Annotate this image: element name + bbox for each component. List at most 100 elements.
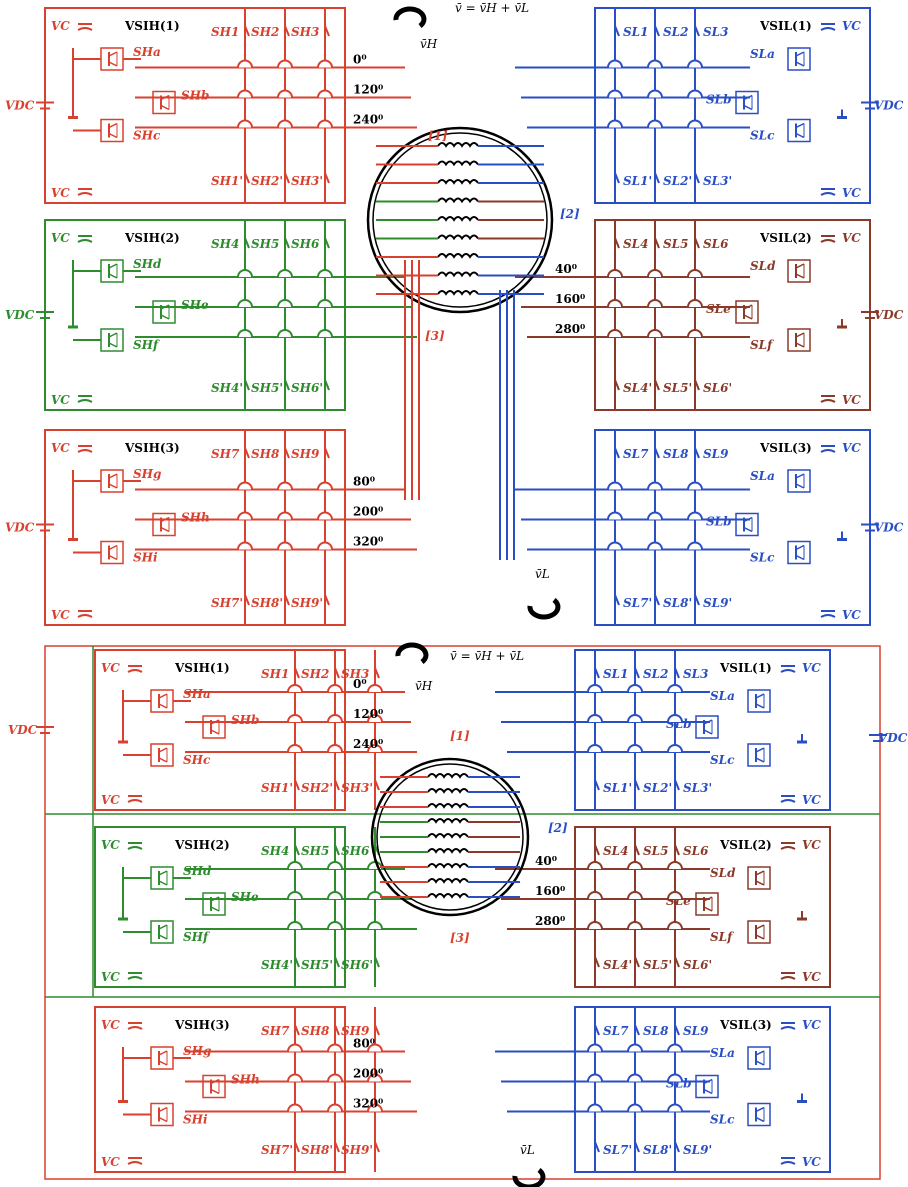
igbt-box [100, 469, 124, 493]
switch-top [594, 667, 600, 679]
vsi-title: VSIL(3) [759, 441, 812, 455]
winding-coil [427, 803, 469, 809]
switch-blade [634, 1141, 640, 1153]
crossover-bump [327, 921, 343, 930]
switch-bottom [674, 1141, 680, 1153]
igbt-box [787, 540, 811, 565]
crossover-bump [317, 541, 333, 550]
capacitor-top [820, 445, 836, 453]
igbt-box [787, 469, 811, 493]
crossover-bump [587, 684, 603, 693]
leg-label: SLb [706, 515, 732, 529]
winding-coil [437, 160, 479, 167]
switch-label-bottom: SL2' [643, 781, 672, 795]
vdc-label: VDC [874, 521, 904, 535]
vc-label: VC [802, 793, 821, 807]
leg-label: SHb [231, 713, 259, 727]
crossover-bump [587, 1103, 603, 1112]
switch-label-bottom: SL9' [703, 596, 732, 610]
vc-label: VC [802, 1155, 821, 1169]
crossover-bump [277, 481, 293, 490]
igbt-a [787, 259, 811, 283]
switch-blade [294, 667, 300, 679]
igbt-collector [108, 263, 118, 269]
crossover-bump [627, 714, 643, 723]
leg-label: SHi [133, 551, 158, 565]
switch-label-bottom: SL6' [683, 958, 712, 972]
vdc-label: VDC [5, 521, 35, 535]
igbt-box [150, 920, 174, 944]
switch-bottom [294, 956, 300, 968]
switch-label-bottom: SL7' [623, 596, 652, 610]
capacitor-top [780, 1022, 796, 1030]
switch-label-top: SH6 [341, 844, 370, 858]
switch-label-top: SH3 [341, 667, 369, 681]
igbt-collector [795, 544, 805, 551]
igbt-emitter [703, 729, 713, 735]
switch-blade [634, 956, 640, 968]
vc-label: VC [842, 231, 861, 245]
winding-coil [427, 833, 469, 839]
cap-plate-curved [780, 669, 796, 673]
switch-bottom [284, 594, 290, 606]
switch-top [654, 237, 660, 249]
igbt-a [150, 866, 174, 890]
leg-label: SLc [750, 551, 775, 565]
phase-angle: 120⁰ [353, 707, 383, 721]
vsi-title: VSIH(2) [174, 838, 230, 852]
crossover-bump [287, 744, 303, 753]
crossover-bump [687, 481, 703, 490]
capacitor-top [820, 235, 836, 243]
capacitor-top [820, 23, 836, 31]
capacitor-bottom [820, 610, 836, 618]
igbt-a [787, 47, 811, 71]
switch-bottom [284, 379, 290, 391]
igbt-a [787, 469, 811, 493]
vh-label: v̄H [415, 679, 433, 693]
crossover-bump [607, 511, 623, 520]
switch-label-top: SL1 [603, 667, 628, 681]
igbt-collector [108, 51, 118, 57]
switch-label-top: SL7 [623, 447, 649, 461]
switch-blade [614, 447, 620, 459]
phase-angle: 320⁰ [353, 535, 383, 549]
switch-bottom [294, 1141, 300, 1153]
igbt-c [150, 743, 174, 767]
vsi-title: VSIH(2) [124, 231, 180, 245]
rotation-arrow-icon [527, 597, 561, 620]
igbt-emitter [158, 880, 168, 886]
igbt-box [787, 328, 811, 352]
igbt-box [747, 689, 771, 713]
switch-blade [654, 447, 660, 459]
switch-bottom [694, 594, 700, 606]
igbt-box [747, 920, 771, 944]
leg-label: SHc [133, 129, 161, 143]
switch-label-top: SH9 [291, 447, 320, 461]
switch-bottom [374, 1141, 380, 1153]
switch-blade [294, 1141, 300, 1153]
switch-blade [284, 594, 290, 606]
switch-top [654, 447, 660, 459]
cap-plate-curved [77, 399, 93, 403]
crossover-bump [277, 89, 293, 98]
cap-plate-curved [127, 669, 143, 673]
switch-top [614, 25, 620, 37]
crossover-bump [237, 89, 253, 98]
switch-label-bottom: SH3' [341, 781, 373, 795]
vsi-h-frame-3 [44, 429, 346, 626]
vc-label: VC [842, 19, 861, 33]
vsi-h-frame-4 [94, 649, 346, 811]
switch-label-top: SL2 [643, 667, 668, 681]
switch-top [294, 1024, 300, 1036]
switch-label-bottom: SH3' [291, 174, 323, 188]
switch-top [374, 667, 380, 679]
igbt-box [100, 118, 124, 143]
switch-label-top: SL5 [643, 844, 668, 858]
phase-angle: 160⁰ [555, 292, 585, 306]
leg-label: SLf [710, 930, 734, 944]
crossover-bump [367, 1103, 383, 1112]
switch-blade [334, 1141, 340, 1153]
cap-plate-curved [820, 27, 836, 31]
capacitor-top [127, 1022, 143, 1030]
ground [118, 734, 128, 744]
